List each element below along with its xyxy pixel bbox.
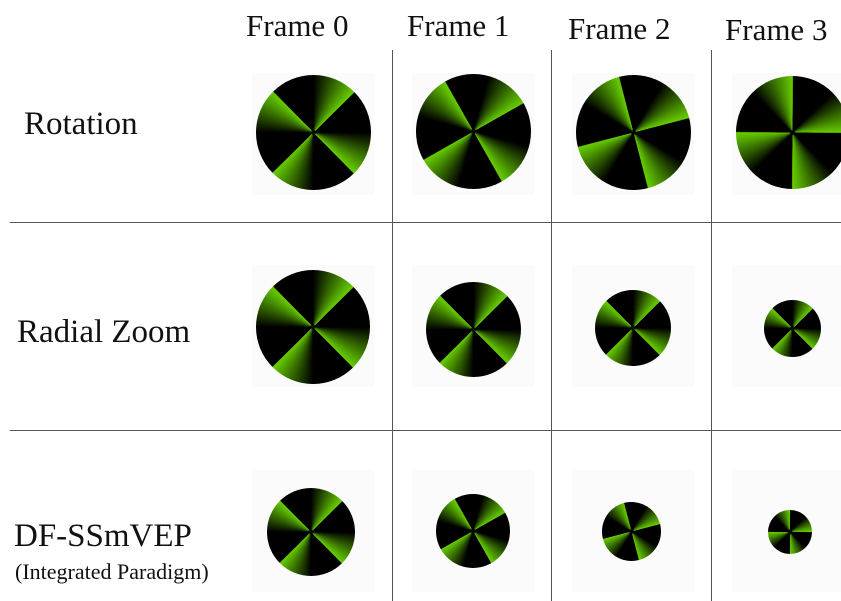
df-ssmvep-stimulus-frame-0 [267,488,355,576]
df-ssmvep-stimulus-frame-1 [436,494,510,568]
grid-divider-vertical [392,50,393,601]
df-ssmvep-stimulus-frame-2 [602,502,661,561]
row-label-rotation: Rotation [24,106,138,142]
radial-zoom-stimulus-frame-1 [426,282,521,377]
column-header-frame-3: Frame 3 [725,12,828,47]
row-label-df-ssmvep: DF-SSmVEP [14,518,192,554]
column-header-frame-1: Frame 1 [407,8,510,43]
rotation-stimulus-frame-2 [576,75,691,190]
df-ssmvep-stimulus-frame-3 [768,510,812,554]
row-sublabel-integrated-paradigm: (Integrated Paradigm) [15,559,209,584]
radial-zoom-stimulus-frame-2 [595,290,671,366]
column-header-frame-0: Frame 0 [246,8,349,43]
grid-divider-horizontal [10,430,841,431]
rotation-stimulus-frame-0 [256,75,371,190]
rotation-stimulus-frame-3 [736,76,841,189]
grid-divider-vertical [711,50,712,601]
radial-zoom-stimulus-frame-3 [764,300,821,357]
rotation-stimulus-frame-1 [416,74,531,189]
column-header-frame-2: Frame 2 [568,11,671,46]
row-label-radial-zoom: Radial Zoom [17,314,191,350]
grid-divider-vertical [551,50,552,601]
grid-divider-horizontal [10,222,841,223]
radial-zoom-stimulus-frame-0 [256,270,370,384]
